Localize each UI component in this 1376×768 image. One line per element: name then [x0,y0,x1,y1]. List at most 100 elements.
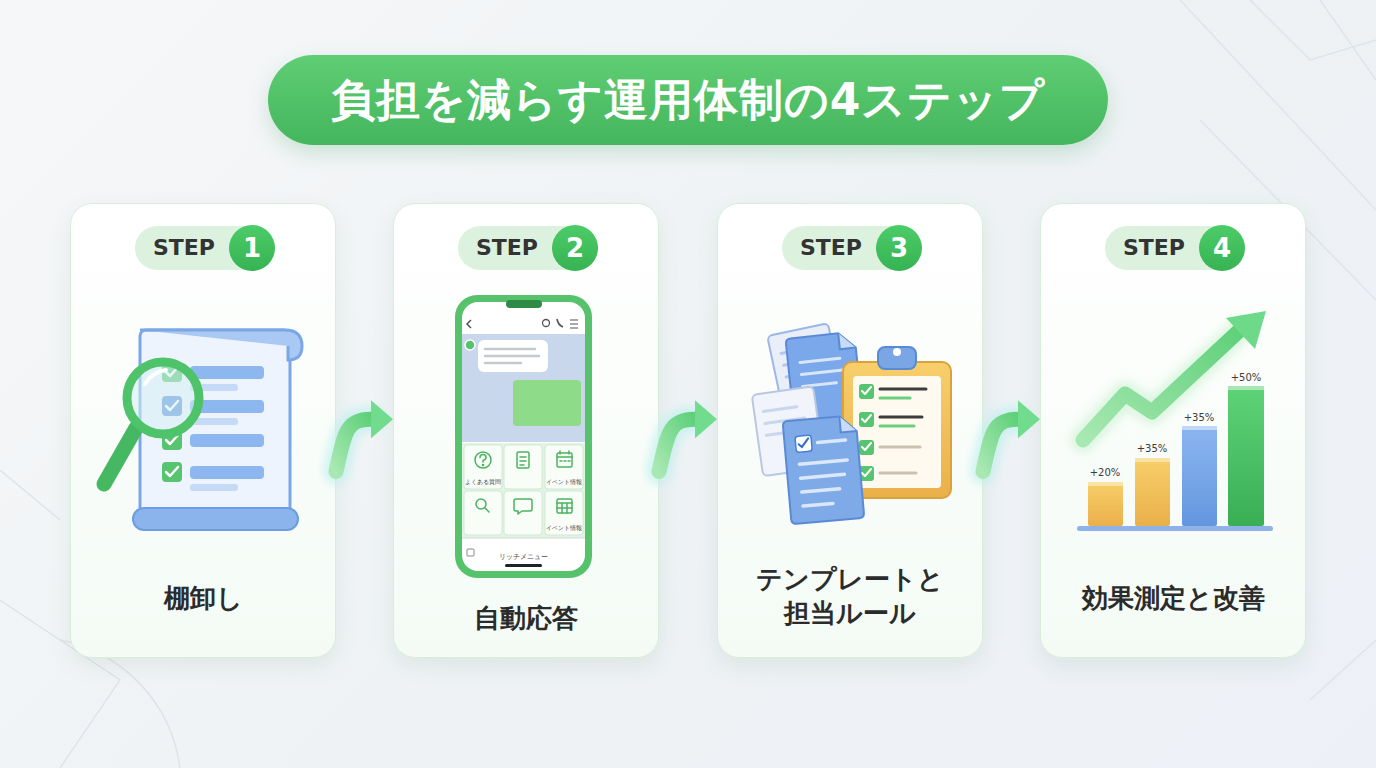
document-sheet [783,415,865,524]
background-line [1320,0,1376,80]
check-box [162,362,182,382]
doc-icon [517,452,529,468]
check-mark [166,367,178,476]
chart-bar [1135,458,1170,526]
checklist-rows [162,362,264,491]
faq-icon [482,464,483,465]
search-icon [543,320,550,327]
background-line [1180,0,1376,210]
trend-arrow [1083,330,1240,440]
chart-bar [1182,426,1217,526]
step-label: 効果測定と改善 [1082,581,1265,615]
document [783,415,865,524]
flow-arrow [336,400,393,471]
lens-shine [145,370,166,384]
clipboard-lines [880,398,914,426]
document [785,332,864,436]
document-sheet [785,332,864,436]
list-bar [190,384,238,391]
document [767,323,845,416]
bar-top [1135,458,1170,462]
title-text: 負担を減らす運用体制の4ステップ [331,74,1046,127]
menu-tile [504,445,542,489]
chat-icon [514,499,532,514]
calendar-icon [557,453,572,467]
step-card: 効果測定と改善 STEP 4 [1040,203,1306,658]
flow-arrowhead [695,400,717,438]
flow-arrow [659,400,717,471]
phone-notch [506,300,542,308]
search-tile-icon [485,508,489,512]
trend-glow [1083,330,1240,440]
clipboard-hole [893,348,901,356]
background-line [1310,640,1376,700]
calendar-icon [557,499,572,513]
percent-label: +35% [1137,443,1168,454]
check-box [162,396,182,416]
percent-label: +35% [1184,412,1215,423]
magnifier-lens [127,362,199,434]
flow-arrow-shaft [659,419,695,471]
percent-label: +20% [1090,467,1121,478]
list-bar [190,466,264,479]
document-lines [798,440,851,506]
clipboard [843,347,951,498]
document-lines [800,358,846,386]
growth-chart [1077,311,1273,531]
illustration-label: +35% [1137,437,1168,456]
scroll-paper [140,330,290,518]
percent-label: +50% [1231,372,1262,383]
calendar-icon [557,451,572,461]
background-line [0,470,60,520]
check-box [859,440,874,455]
illustration-label: +50% [1231,366,1262,385]
menu-label: イベント情報 [546,478,582,485]
home-indicator [505,564,542,567]
document-fold [839,415,856,432]
chat-area [462,334,585,442]
step-word: STEP [1123,226,1185,270]
menu-tile [464,445,502,489]
bar-top [1088,482,1123,486]
step-number: 3 [876,225,922,271]
calendar-icon [557,503,572,513]
step-number-text: 1 [243,235,261,261]
flow-arrow-glow [336,419,371,471]
trend-arrowhead [1226,311,1266,349]
step-number: 4 [1199,225,1245,271]
illustration-label: +20% [1090,461,1121,480]
menu-icon [570,320,578,328]
check-box [859,466,874,481]
check-box [162,462,182,482]
documents-illustration [752,323,951,524]
step-card: 自動応答STEP2 [393,203,659,658]
clipboard-board [843,362,951,498]
flow-arrow-shaft [336,419,371,471]
check-box [162,430,182,450]
avatar [465,340,475,350]
phone-illustration [455,295,592,578]
document-sheet [752,386,825,476]
label-area: 棚卸し [71,581,335,615]
list-bar [190,434,264,447]
search-tile-icon [476,499,486,509]
clipboard-clip [878,347,916,369]
step-badge: STEP 4 [1105,226,1243,270]
label-area: 効果測定と改善 [1041,581,1305,615]
flow-arrowhead [1018,400,1040,438]
check-box [859,384,874,399]
bar-top [1182,426,1217,430]
document-sheet [767,323,845,416]
back-icon [467,320,471,328]
phone-frame [455,295,592,578]
document [752,386,825,476]
check-mark [862,387,871,476]
list-bar [190,484,238,491]
menu-bar-line [462,538,585,539]
check-box [859,412,874,427]
chart-bar [1088,482,1123,526]
label-area: テンプレートと 担当ルール [718,562,982,631]
document-lines [763,406,806,435]
step-number: 1 [229,225,275,271]
